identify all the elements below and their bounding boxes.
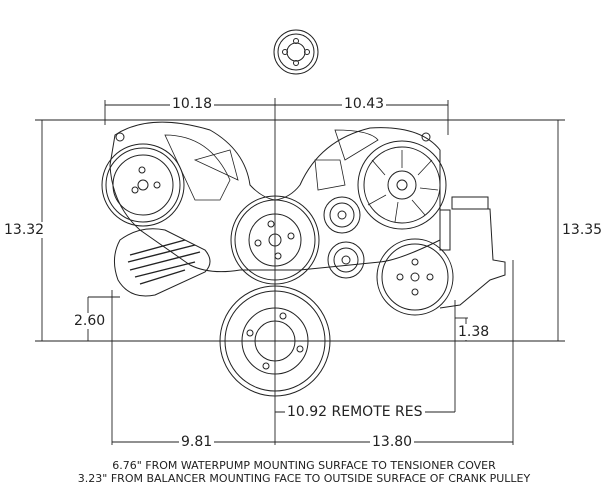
alternator: [357, 132, 447, 230]
dim-right-offset: 1.38: [456, 324, 492, 340]
dim-remote-res: 10.92 REMOTE RES: [285, 404, 425, 420]
reference-lines: [35, 98, 565, 445]
idler-pulleys: [323, 196, 365, 279]
accessory-pulley: [273, 29, 319, 75]
mounting-bracket: [109, 121, 441, 273]
crank-pulley: [219, 285, 331, 397]
dim-top-left-width: 10.18: [170, 96, 215, 112]
dim-top-right-width: 10.43: [342, 96, 387, 112]
center-pulley: [230, 195, 320, 285]
dim-left-height: 13.32: [2, 222, 47, 238]
note-crank-pulley: 3.23" FROM BALANCER MOUNTING FACE TO OUT…: [77, 472, 531, 485]
dim-bottom-right-width: 13.80: [370, 434, 415, 450]
dim-left-offset: 2.60: [72, 313, 108, 329]
power-steering-pump: [376, 238, 454, 316]
dim-bottom-left-width: 9.81: [179, 434, 215, 450]
dim-right-height: 13.35: [560, 222, 605, 238]
tensioner-cover: [114, 228, 211, 297]
water-pump-pulley: [101, 132, 185, 227]
reservoir: [439, 196, 506, 309]
note-tensioner-cover: 6.76" FROM WATERPUMP MOUNTING SURFACE TO…: [112, 459, 496, 472]
